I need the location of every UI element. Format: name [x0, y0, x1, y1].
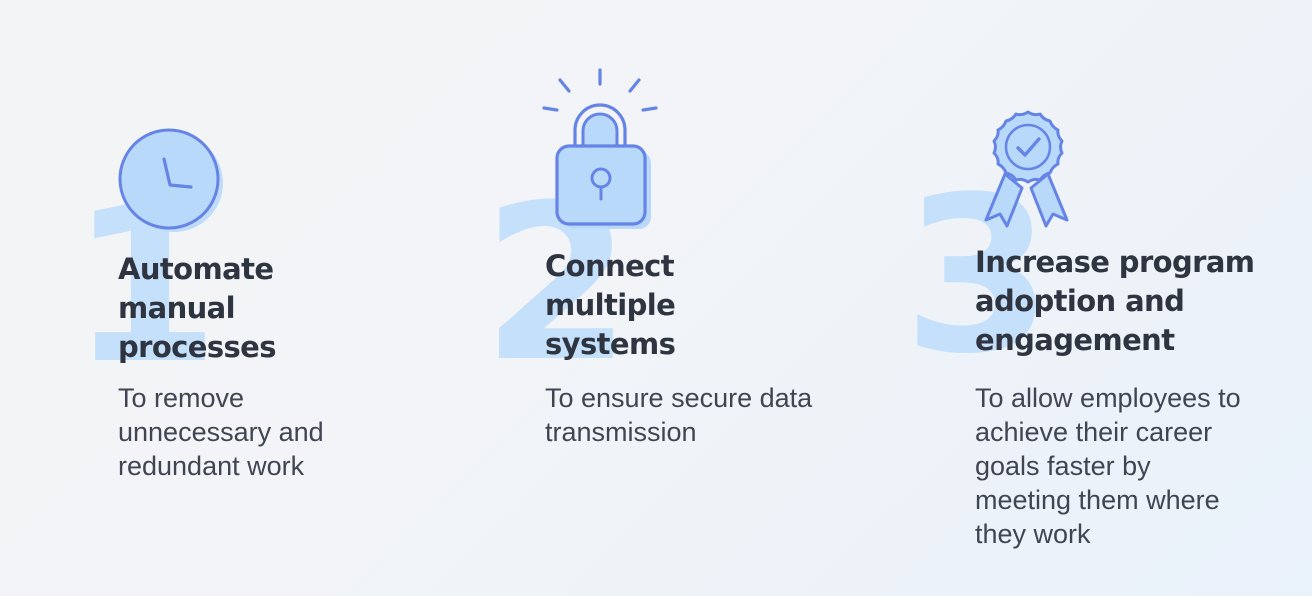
- feature-adoption: 3 Increase program adoption and engageme…: [870, 0, 1312, 596]
- feature-description: To allow employees to achieve their care…: [975, 383, 1241, 549]
- feature-title: Connect multiple systems: [545, 249, 676, 361]
- feature-description: To ensure secure data transmission: [545, 383, 813, 447]
- feature-number: 3: [903, 150, 1053, 401]
- award-ribbon-icon: [984, 110, 1069, 228]
- feature-connect: 2 Connect multiple systems To ensure sec…: [430, 0, 870, 596]
- feature-title: Increase program adoption and engagement: [975, 245, 1255, 357]
- feature-description: To remove unnecessary and redundant work: [118, 383, 324, 481]
- clock-icon: [118, 128, 223, 232]
- feature-title: Automate manual processes: [118, 252, 277, 364]
- feature-automate: 1 Automate manual processes To remove un…: [0, 0, 430, 596]
- padlock-icon: [542, 68, 658, 229]
